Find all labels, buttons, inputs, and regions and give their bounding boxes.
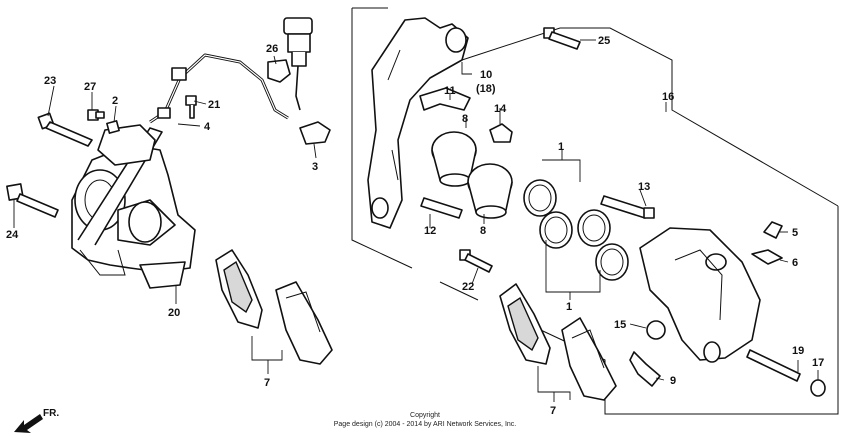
callout-24: 24	[6, 229, 19, 241]
callout-11: 11	[444, 85, 456, 97]
plug-15	[646, 320, 666, 340]
leader-lines	[13, 39, 819, 402]
callout-17: 17	[812, 357, 824, 369]
callout-8-upper: 8	[462, 113, 468, 125]
bolt-25	[543, 27, 581, 50]
callout-25: 25	[598, 35, 610, 47]
callout-14: 14	[494, 103, 507, 115]
copyright-title: Copyright	[410, 412, 440, 419]
callout-1-upper: 1	[558, 141, 564, 153]
callout-2: 2	[112, 95, 118, 107]
arrow-icon	[14, 414, 43, 433]
piston-upper	[431, 131, 477, 187]
callout-19: 19	[792, 345, 804, 357]
bolt-22	[459, 249, 493, 273]
callout-10: 10	[480, 69, 492, 81]
left-caliper-body	[71, 127, 196, 289]
seal-rings	[523, 179, 629, 281]
retainer-9	[629, 351, 661, 387]
callout-18: (18)	[476, 83, 496, 95]
brake-hose-inner	[149, 54, 289, 123]
callout-7-left: 7	[264, 377, 270, 389]
clip-26	[267, 59, 291, 83]
sensor-connector	[283, 17, 313, 111]
callout-4: 4	[204, 121, 211, 133]
callout-12: 12	[424, 225, 436, 237]
bolt-21	[185, 95, 197, 119]
callout-7-right: 7	[550, 405, 556, 417]
hose-fitting	[171, 67, 187, 81]
callout-8-lower: 8	[480, 225, 486, 237]
cap-2	[106, 120, 120, 134]
copyright-notice: Page design (c) 2004 - 2014 by ARI Netwo…	[333, 421, 517, 428]
right-caliper-body	[639, 227, 761, 363]
callout-13: 13	[638, 181, 650, 193]
right-bracket	[367, 17, 469, 229]
callout-15: 15	[614, 319, 626, 331]
callout-6: 6	[792, 257, 798, 269]
grommet-3	[299, 121, 331, 145]
bleeder-27	[87, 109, 105, 121]
callout-27: 27	[84, 81, 96, 93]
cap-6	[751, 249, 783, 265]
left-bracket	[97, 124, 156, 166]
callout-22: 22	[462, 281, 474, 293]
callout-9: 9	[670, 375, 676, 387]
pin-19	[746, 349, 801, 382]
pad-spring-11	[419, 87, 471, 111]
callout-21: 21	[208, 99, 220, 111]
callout-16: 16	[662, 91, 674, 103]
nut-17	[810, 379, 826, 397]
direction-label: FR.	[43, 408, 59, 419]
hose-fitting-lower	[157, 107, 171, 119]
bolt-23	[37, 112, 93, 147]
cap-14	[489, 123, 513, 143]
piston-lower	[467, 163, 513, 219]
callout-23: 23	[44, 75, 56, 87]
callout-20: 20	[168, 307, 180, 319]
bleeder-5	[763, 221, 783, 239]
pad-left-inner	[275, 281, 333, 365]
callout-3: 3	[312, 161, 318, 173]
callout-26: 26	[266, 43, 278, 55]
callout-5: 5	[792, 227, 798, 239]
assembly-outline	[351, 7, 839, 415]
front-direction-arrow: FR.	[14, 408, 59, 433]
pin-12	[420, 197, 463, 219]
pad-right-inner	[561, 317, 617, 401]
pad-right-outer	[499, 283, 551, 365]
bolt-24	[6, 183, 59, 218]
pin-13	[600, 195, 655, 219]
callout-1-lower: 1	[566, 301, 572, 313]
pad-left-outer	[215, 249, 263, 329]
